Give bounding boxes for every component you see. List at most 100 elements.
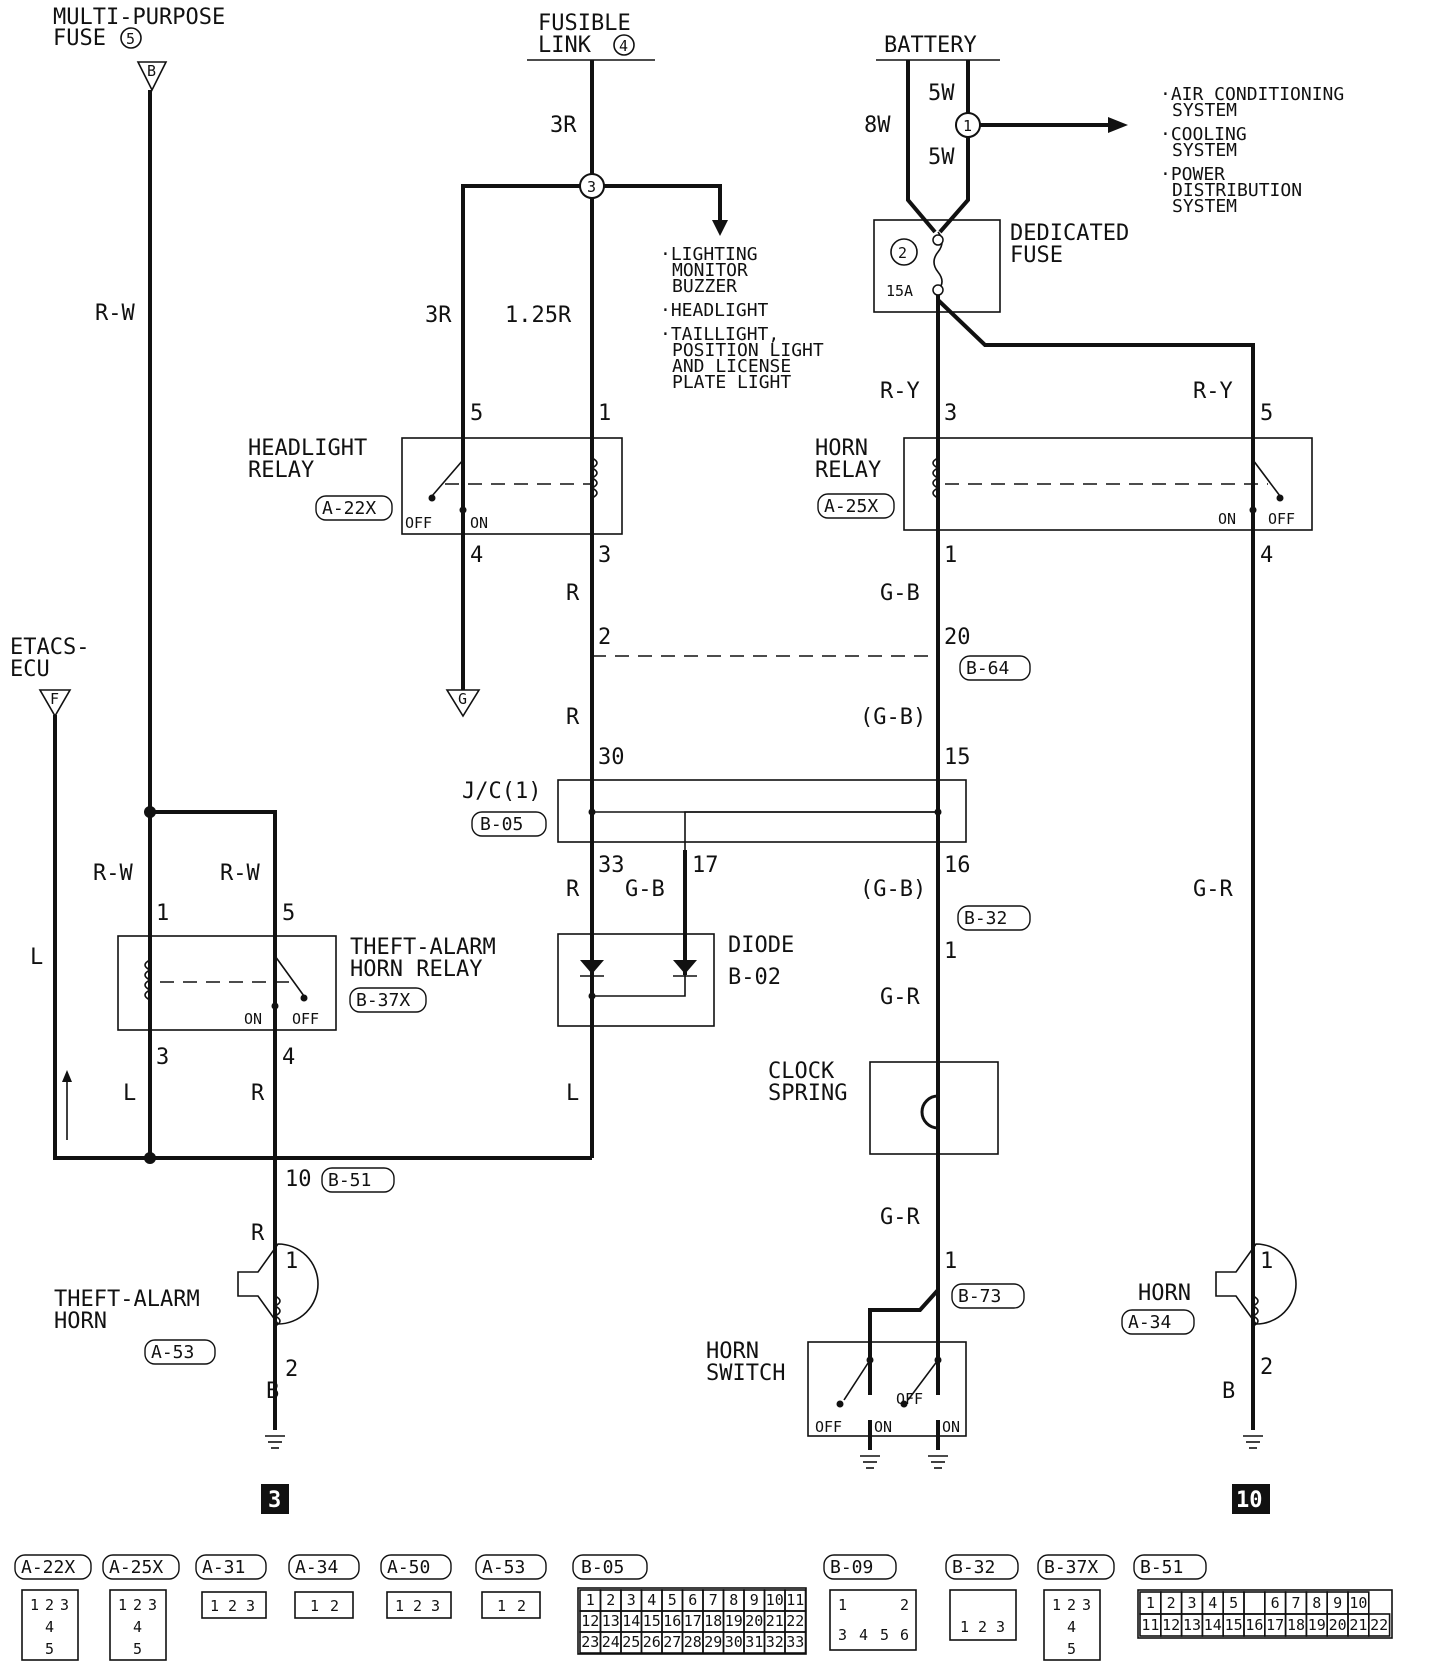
pin-cell: 9	[750, 1591, 759, 1609]
wire-label: 5W	[928, 81, 955, 106]
fusible-link-number-circle	[613, 34, 635, 56]
pin-cell: 11	[786, 1591, 804, 1609]
wire-label: 8W	[864, 113, 891, 138]
wire-label: G-B	[880, 581, 920, 606]
pin-cell: 24	[602, 1633, 620, 1651]
pin-cell: 4	[133, 1618, 142, 1636]
pin-cell: 25	[622, 1633, 640, 1651]
pin-cell-box	[1368, 1613, 1391, 1637]
diode-label: DIODE	[728, 933, 794, 958]
pin-cell: 21	[766, 1612, 784, 1630]
connector-b32: B-32 1	[944, 905, 1031, 964]
wire-label: R-Y	[880, 379, 920, 404]
pin-cell: 18	[704, 1612, 722, 1630]
pin-cell: 4	[1208, 1594, 1217, 1612]
pin-cell: 5	[880, 1626, 889, 1644]
joint-connector: J/C(1) B-05 30 15 33 17 16	[462, 745, 971, 878]
connector-tag: B-64	[966, 658, 1009, 679]
headlight-relay: OFF ON HEADLIGHT RELAY A-22X 5 1 4 3	[248, 401, 623, 568]
pin-cell: 2	[900, 1596, 909, 1614]
pin-cell: 1	[838, 1596, 847, 1614]
pin-cell: 4	[647, 1591, 656, 1609]
fuse-number: 5	[126, 30, 135, 48]
pin-cell: 5	[133, 1640, 142, 1658]
legend-a34: A-34 1 2	[288, 1554, 360, 1619]
pin-cell-box	[784, 1631, 807, 1654]
legend-tag: A-31	[202, 1557, 245, 1578]
pin-cell: 1	[210, 1597, 219, 1615]
pin-cell: 30	[725, 1633, 743, 1651]
pin-number: 3	[156, 1045, 169, 1070]
pin-cell: 31	[745, 1633, 763, 1651]
battery-label: BATTERY	[876, 33, 1000, 61]
pin-number: 1	[944, 939, 957, 964]
fuse-number: 2	[898, 244, 907, 262]
legend-a31: A-31 1 2 3	[195, 1554, 267, 1619]
pin-number: 15	[944, 745, 971, 770]
relay-on-label: ON	[1218, 510, 1236, 528]
battery-text: BATTERY	[884, 33, 977, 58]
horn-relay-label-2: RELAY	[815, 458, 881, 483]
multi-purpose-fuse-text-2: FUSE	[53, 26, 106, 51]
pin-cell: 6	[900, 1626, 909, 1644]
splice-1-num: 1	[963, 117, 972, 135]
wire-label: R-W	[95, 301, 135, 326]
wire-label: 5W	[928, 145, 955, 170]
pin-cell: 23	[581, 1633, 599, 1651]
note-lighting-2: MONITOR	[672, 260, 748, 281]
dedicated-fuse-label-2: FUSE	[1010, 243, 1063, 268]
horn-switch-label: HORN	[706, 1339, 759, 1364]
connector-b51: 10 B-51	[285, 1167, 395, 1193]
note-cooling-2: SYSTEM	[1172, 140, 1237, 161]
pin-number: 1	[598, 401, 611, 426]
pin-cell: 15	[1225, 1616, 1243, 1634]
switch-on-label: ON	[874, 1418, 892, 1436]
legend-b09: B-09 1 2 3 4 5 6	[823, 1554, 917, 1651]
pin-cell: 2	[413, 1597, 422, 1615]
pin-cell: 5	[1067, 1640, 1076, 1658]
pin-cell: 2	[228, 1597, 237, 1615]
pin-cell: 18	[1287, 1616, 1305, 1634]
connector-tag: B-37X	[356, 990, 410, 1011]
legend-tag: A-34	[295, 1557, 338, 1578]
connector-tag: A-53	[151, 1342, 194, 1363]
pin-number: 4	[470, 543, 483, 568]
etacs-label: ETACS-	[10, 635, 89, 660]
pin-cell: 13	[602, 1612, 620, 1630]
pin-cell: 3	[838, 1626, 847, 1644]
pin-cell: 1	[310, 1597, 319, 1615]
pin-cell: 32	[766, 1633, 784, 1651]
pin-number: 33	[598, 853, 625, 878]
dedicated-fuse-label: DEDICATED	[1010, 221, 1129, 246]
horn-relay: ON OFF HORN RELAY A-25X 3 5 1 4	[815, 401, 1313, 568]
pin-number: 16	[944, 853, 971, 878]
legend-tag: B-32	[952, 1557, 995, 1578]
pin-cell: 1	[1146, 1594, 1155, 1612]
pin-cell: 21	[1349, 1616, 1367, 1634]
pin-cell: 3	[60, 1596, 69, 1614]
battery-branch-notes: ·AIR CONDITIONING SYSTEM ·COOLING SYSTEM…	[1160, 84, 1344, 217]
pin-cell: 3	[996, 1618, 1005, 1636]
legend-a53: A-53 1 2	[475, 1554, 547, 1619]
fusible-link-text-2: LINK	[538, 33, 592, 58]
pin-number: 5	[282, 901, 295, 926]
pin-cell: 1	[30, 1596, 39, 1614]
pin-number: 5	[1260, 401, 1273, 426]
jc-label: J/C(1)	[462, 779, 541, 804]
fusible-link-number: 4	[619, 37, 628, 55]
wire-label: L	[566, 1081, 579, 1106]
wire-label: R	[566, 877, 580, 902]
pin-cell: 2	[1167, 1594, 1176, 1612]
pin-number: 1	[285, 1249, 298, 1274]
ground-number: 3	[268, 1488, 281, 1513]
connector-g-letter: G	[458, 690, 467, 708]
horn-switch: 1 B-73 OFF ON OFF ON HORN SWITCH	[706, 1249, 1025, 1450]
legend-tag: A-25X	[109, 1557, 163, 1578]
connector-b64: 2 20 B-64	[592, 625, 1031, 681]
etacs-label-2: ECU	[10, 657, 50, 682]
pin-cell: 17	[684, 1612, 702, 1630]
fusible-link-text: FUSIBLE	[538, 11, 631, 36]
connector-tag: B-05	[480, 814, 523, 835]
